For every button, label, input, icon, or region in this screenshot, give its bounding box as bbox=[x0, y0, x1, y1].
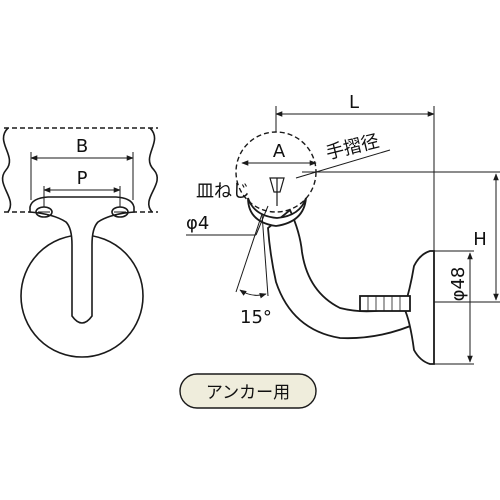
badge-anchor-text: アンカー用 bbox=[206, 383, 290, 403]
bracket-side bbox=[247, 197, 435, 365]
anchor-threads bbox=[367, 296, 401, 311]
bracket-stem bbox=[29, 196, 135, 324]
anchor-stud bbox=[359, 295, 411, 312]
leaders bbox=[186, 149, 391, 236]
label-B: B bbox=[76, 136, 88, 157]
label-screw-type: 皿ねじ bbox=[196, 181, 250, 202]
label-rail-diameter: 手摺径 bbox=[324, 131, 381, 164]
rail-break-right bbox=[148, 127, 158, 213]
front-view bbox=[1, 127, 158, 358]
dimension-L bbox=[275, 106, 435, 252]
dimension-P bbox=[43, 186, 121, 207]
dimension-phi48 bbox=[434, 250, 474, 365]
label-P: P bbox=[77, 168, 88, 189]
dimension-H bbox=[302, 171, 500, 303]
badge-anchor bbox=[179, 373, 317, 409]
label-base-diameter: φ48 bbox=[448, 267, 469, 302]
label-screw-size: φ4 bbox=[186, 213, 209, 234]
rail-break-left bbox=[1, 127, 12, 213]
angle-lines bbox=[235, 213, 269, 299]
dimension-B bbox=[30, 152, 134, 200]
bracket-arm bbox=[267, 208, 421, 340]
label-H: H bbox=[473, 229, 487, 250]
label-angle: 15° bbox=[240, 307, 272, 328]
label-A: A bbox=[273, 141, 286, 162]
label-L: L bbox=[349, 92, 359, 113]
